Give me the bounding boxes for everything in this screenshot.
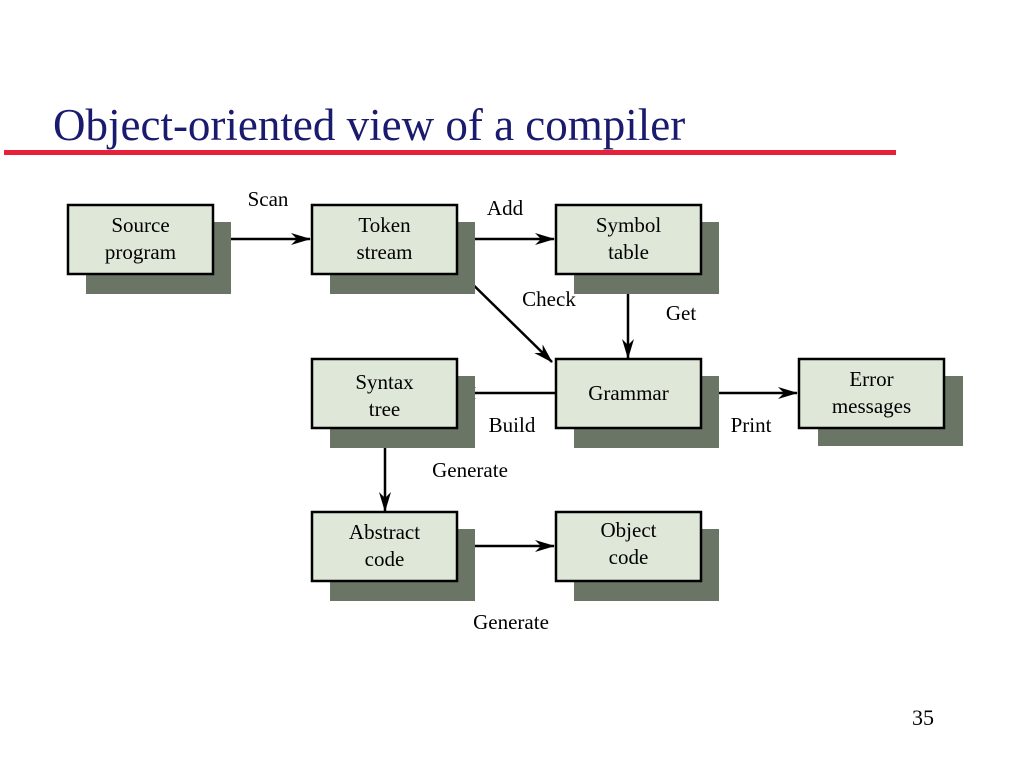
node-label-line: code (609, 545, 649, 569)
page-number: 35 (912, 705, 934, 730)
node-label-line: program (105, 240, 176, 264)
edge-label-generate-tree: Generate (432, 458, 508, 482)
node-label-line: stream (357, 240, 413, 264)
node-label-line: Symbol (596, 213, 662, 237)
node-label-line: Object (601, 518, 657, 542)
slide-title: Object-oriented view of a compiler (53, 100, 686, 150)
node-label-line: Token (358, 213, 411, 237)
node-object-code: Object code (554, 510, 719, 601)
node-grammar: Grammar (554, 357, 719, 448)
node-label-line: Source (111, 213, 169, 237)
edge-label-print: Print (731, 413, 772, 437)
node-label-line: table (608, 240, 649, 264)
edge-label-add: Add (487, 196, 524, 220)
svg-text:Grammar: Grammar (588, 381, 668, 405)
node-label-line: messages (832, 394, 911, 418)
node-label-line: tree (369, 397, 400, 421)
edge-label-get: Get (666, 301, 696, 325)
edge-label-build: Build (489, 413, 536, 437)
node-symbol-table: Symbol table (554, 203, 719, 294)
node-abstract-code: Abstract code (310, 510, 475, 601)
node-syntax-tree: Syntax tree (310, 357, 475, 448)
node-label-line: Error (849, 367, 893, 391)
edge-label-scan: Scan (248, 187, 289, 211)
edge-label-check: Check (522, 287, 576, 311)
node-label-line: Abstract (349, 520, 420, 544)
edge-label-generate-code: Generate (473, 610, 549, 634)
node-label-line: Grammar (588, 381, 668, 405)
node-label-line: code (365, 547, 405, 571)
node-error-messages: Error messages (797, 357, 963, 446)
node-label-line: Syntax (355, 370, 414, 394)
node-source-program: Source program (66, 203, 231, 294)
node-token-stream: Token stream (310, 203, 475, 294)
title-rule (4, 150, 896, 155)
